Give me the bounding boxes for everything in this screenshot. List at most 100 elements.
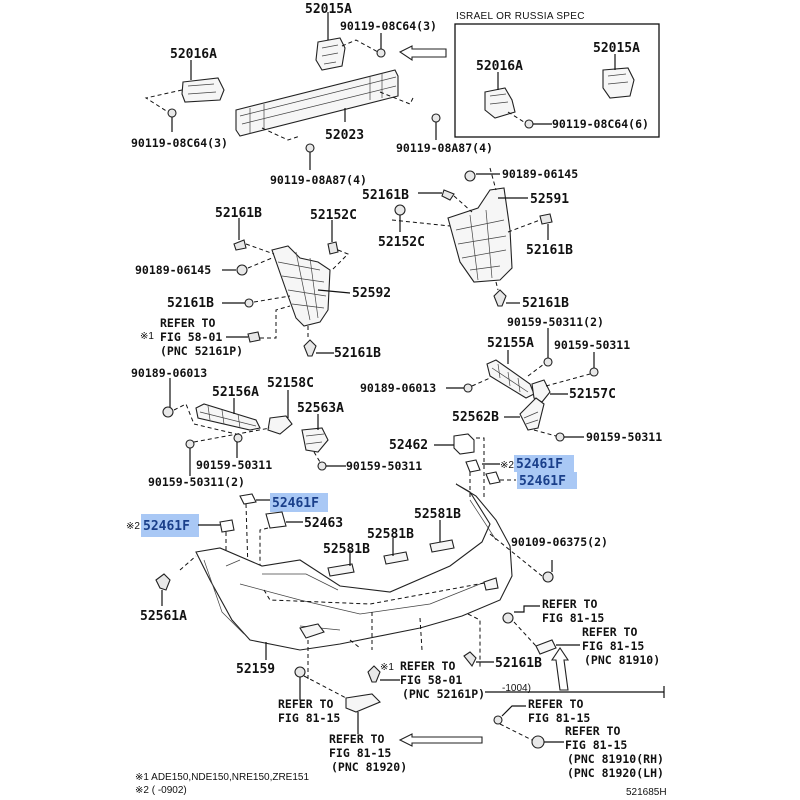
retainer-right-assembly (446, 328, 599, 442)
label-inset-52015A: 52015A (593, 41, 640, 56)
label-l-52152C: 52152C (310, 208, 357, 223)
highlight-52461F-b (517, 472, 577, 489)
bumper-cover-52159 (155, 483, 554, 680)
label-l-52161B-a: 52161B (215, 206, 262, 221)
label-b-refer-d2: FIG 81-15 (278, 711, 340, 725)
label-b-refer-d1: REFER TO (278, 697, 333, 711)
label-b-refer-e3: (PNC 81920) (331, 760, 407, 774)
label-r-90159-50311-b: 90159-50311 (586, 430, 662, 444)
label-b-refer-g2: FIG 81-15 (565, 738, 627, 752)
label-l-52158C: 52158C (267, 376, 314, 391)
label-52461F-highlighted-b[interactable]: 52461F (519, 474, 566, 489)
label-l-52161B-c: 52161B (334, 346, 381, 361)
pads-assembly (198, 433, 516, 590)
label-r-refer-a2: FIG 81-15 (542, 611, 604, 625)
label-90119-08A87-4-right: 90119-08A87(4) (396, 141, 493, 155)
label-b-refer-c2: FIG 58-01 (400, 673, 462, 687)
label-r-52161B-a: 52161B (362, 188, 409, 203)
label-b-refer-f1: REFER TO (528, 697, 583, 711)
mark-1-left: ※1 (140, 331, 154, 342)
label-l-52156A: 52156A (212, 385, 259, 400)
reinforcement-52023-part (235, 69, 399, 137)
mark-1-bottom: ※1 (380, 662, 394, 673)
inset-box-israel-russia (454, 23, 660, 138)
label-52461F-highlighted-c[interactable]: 52461F (272, 496, 319, 511)
label-52461F-highlighted-a[interactable]: 52461F (516, 457, 563, 472)
label-l-pnc-52161P: (PNC 52161P) (160, 344, 243, 358)
label-r-refer-b1: REFER TO (582, 625, 637, 639)
label-b-refer-c3: (PNC 52161P) (402, 687, 485, 701)
label-b-52161B: 52161B (495, 656, 542, 671)
label-90119-08A87-4-center: 90119-08A87(4) (270, 173, 367, 187)
label-l-52161B-b: 52161B (167, 296, 214, 311)
arrow-left-icon (398, 45, 447, 62)
label-inset-90119-08C64-6: 90119-08C64(6) (552, 117, 649, 131)
label-l-90189-06013: 90189-06013 (131, 366, 207, 380)
arrow-up-icon (550, 647, 570, 691)
label-r-52161B-c: 52161B (522, 296, 569, 311)
footnote-1: ※1 ADE150,NDE150,NRE150,ZRE151 (135, 772, 309, 783)
label-r-52161B-b: 52161B (526, 243, 573, 258)
label-b-refer-g4: (PNC 81920(LH) (567, 766, 664, 780)
label-52016A-top: 52016A (170, 47, 217, 62)
bracket-52592-part (271, 245, 331, 327)
label-l-90159-50311-b: 90159-50311 (346, 459, 422, 473)
highlight-52461F-d (141, 514, 199, 537)
label-r-refer-b2: FIG 81-15 (582, 639, 644, 653)
label-l-52561A: 52561A (140, 609, 187, 624)
bracket-52016A-part (181, 77, 225, 103)
label-b-refer-e2: FIG 81-15 (329, 746, 391, 760)
highlight-52461F-c (270, 493, 328, 512)
bracket-52015A-part (315, 37, 346, 71)
label-l-90159-50311-2: 90159-50311(2) (148, 475, 245, 489)
label-r-52152C: 52152C (378, 235, 425, 250)
label-r-52562B: 52562B (452, 410, 499, 425)
retainer-left-assembly (162, 378, 346, 476)
bottom-refer-parts (294, 651, 665, 749)
label-52461F-highlighted-d[interactable]: 52461F (143, 519, 190, 534)
label-r-90109-06375-2: 90109-06375(2) (511, 535, 608, 549)
bracket-52591-part (447, 187, 513, 283)
label-inset-52016A: 52016A (476, 59, 523, 74)
label-b-refer-c1: REFER TO (400, 659, 455, 673)
mark-2-right: ※2 (500, 460, 514, 471)
label-r-90159-50311-a: 90159-50311 (554, 338, 630, 352)
label-b-refer-g3: (PNC 81910(RH) (567, 752, 664, 766)
label-r-90159-50311-2: 90159-50311(2) (507, 315, 604, 329)
label-l-fig-58-01: FIG 58-01 (160, 330, 222, 344)
inset-box-title: ISRAEL OR RUSSIA SPEC (456, 11, 585, 22)
label-90119-08C64-3-left: 90119-08C64(3) (131, 136, 228, 150)
label-r-90189-06013: 90189-06013 (360, 381, 436, 395)
reinforcement-assembly (144, 12, 447, 170)
label-52023: 52023 (325, 128, 364, 143)
label-b-refer-e1: REFER TO (329, 732, 384, 746)
label-r-refer-b3: (PNC 81910) (584, 653, 660, 667)
bracket-52591-assembly (391, 167, 553, 307)
label-r-refer-a1: REFER TO (542, 597, 597, 611)
label-r-52157C: 52157C (569, 387, 616, 402)
label-r-90189-06145: 90189-06145 (502, 167, 578, 181)
bracket-52592-assembly (222, 218, 351, 357)
label-l-refer-to: REFER TO (160, 316, 215, 330)
arrow-left-bottom-icon (398, 733, 483, 747)
mark-2-left: ※2 (126, 521, 140, 532)
label-l-52159: 52159 (236, 662, 275, 677)
label-b-refer-g1: REFER TO (565, 724, 620, 738)
label-c-52581B-a: 52581B (367, 527, 414, 542)
bolt-icon (376, 48, 386, 58)
label-c-52462: 52462 (389, 438, 428, 453)
label-l-90189-06145: 90189-06145 (135, 263, 211, 277)
label-90119-08C64-3-right: 90119-08C64(3) (340, 19, 437, 33)
label-b-refer-f2: FIG 81-15 (528, 711, 590, 725)
label-c-52463: 52463 (304, 516, 343, 531)
highlight-52461F-a (514, 455, 574, 472)
figure-id: 521685H (626, 787, 667, 798)
label-r-52591: 52591 (530, 192, 569, 207)
label-l-52563A: 52563A (297, 401, 344, 416)
label-l-90159-50311-a: 90159-50311 (196, 458, 272, 472)
right-refer-parts (502, 605, 580, 691)
label-b-range: -1004) (502, 683, 531, 694)
label-c-52581B-c: 52581B (323, 542, 370, 557)
